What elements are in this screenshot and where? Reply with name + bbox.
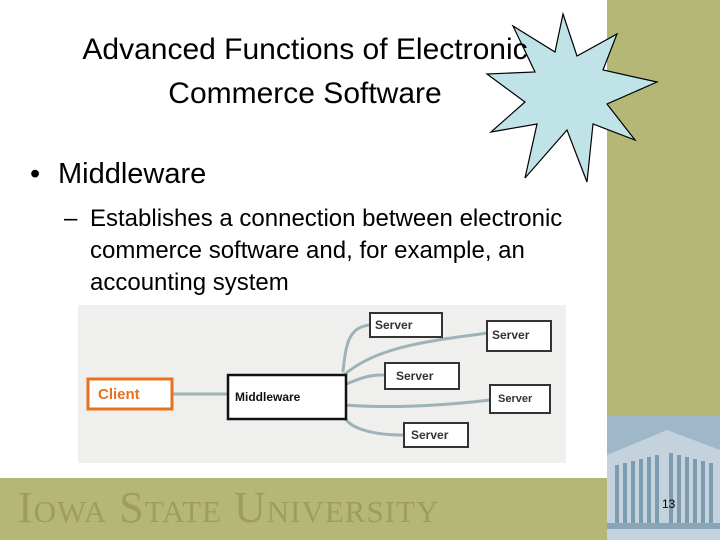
page-number: 13 — [662, 497, 676, 511]
sub-bullet-item: – Establishes a connection between elect… — [64, 203, 584, 299]
server-label-1: Server — [375, 318, 413, 332]
university-name: Iowa State University — [18, 483, 440, 532]
server-label-3: Server — [396, 369, 434, 383]
middleware-label: Middleware — [235, 390, 301, 404]
client-label: Client — [98, 386, 140, 403]
sub-bullet-dash: – — [64, 205, 78, 232]
bullet-text: Middleware — [58, 158, 207, 190]
middleware-diagram: Client Middleware Server Server Server S… — [78, 305, 566, 463]
server-label-5: Server — [411, 428, 449, 442]
server-label-2: Server — [492, 328, 530, 342]
title-line-2: Commerce Software — [168, 77, 442, 110]
sub-bullet-text: Establishes a connection between electro… — [90, 205, 563, 296]
diagram-graphics — [86, 312, 552, 448]
bullet-item: • Middleware — [30, 158, 206, 191]
bullet-symbol: • — [30, 158, 41, 190]
title-line-1: Advanced Functions of Electronic — [82, 33, 528, 66]
slide-title: Advanced Functions of Electronic Commerc… — [20, 28, 590, 116]
server-label-4: Server — [498, 393, 533, 405]
starburst-shape — [485, 12, 659, 183]
bottom-decor-band — [0, 478, 720, 540]
university-wordmark: Iowa State University — [18, 482, 439, 533]
campanile-building-icon — [607, 415, 720, 540]
